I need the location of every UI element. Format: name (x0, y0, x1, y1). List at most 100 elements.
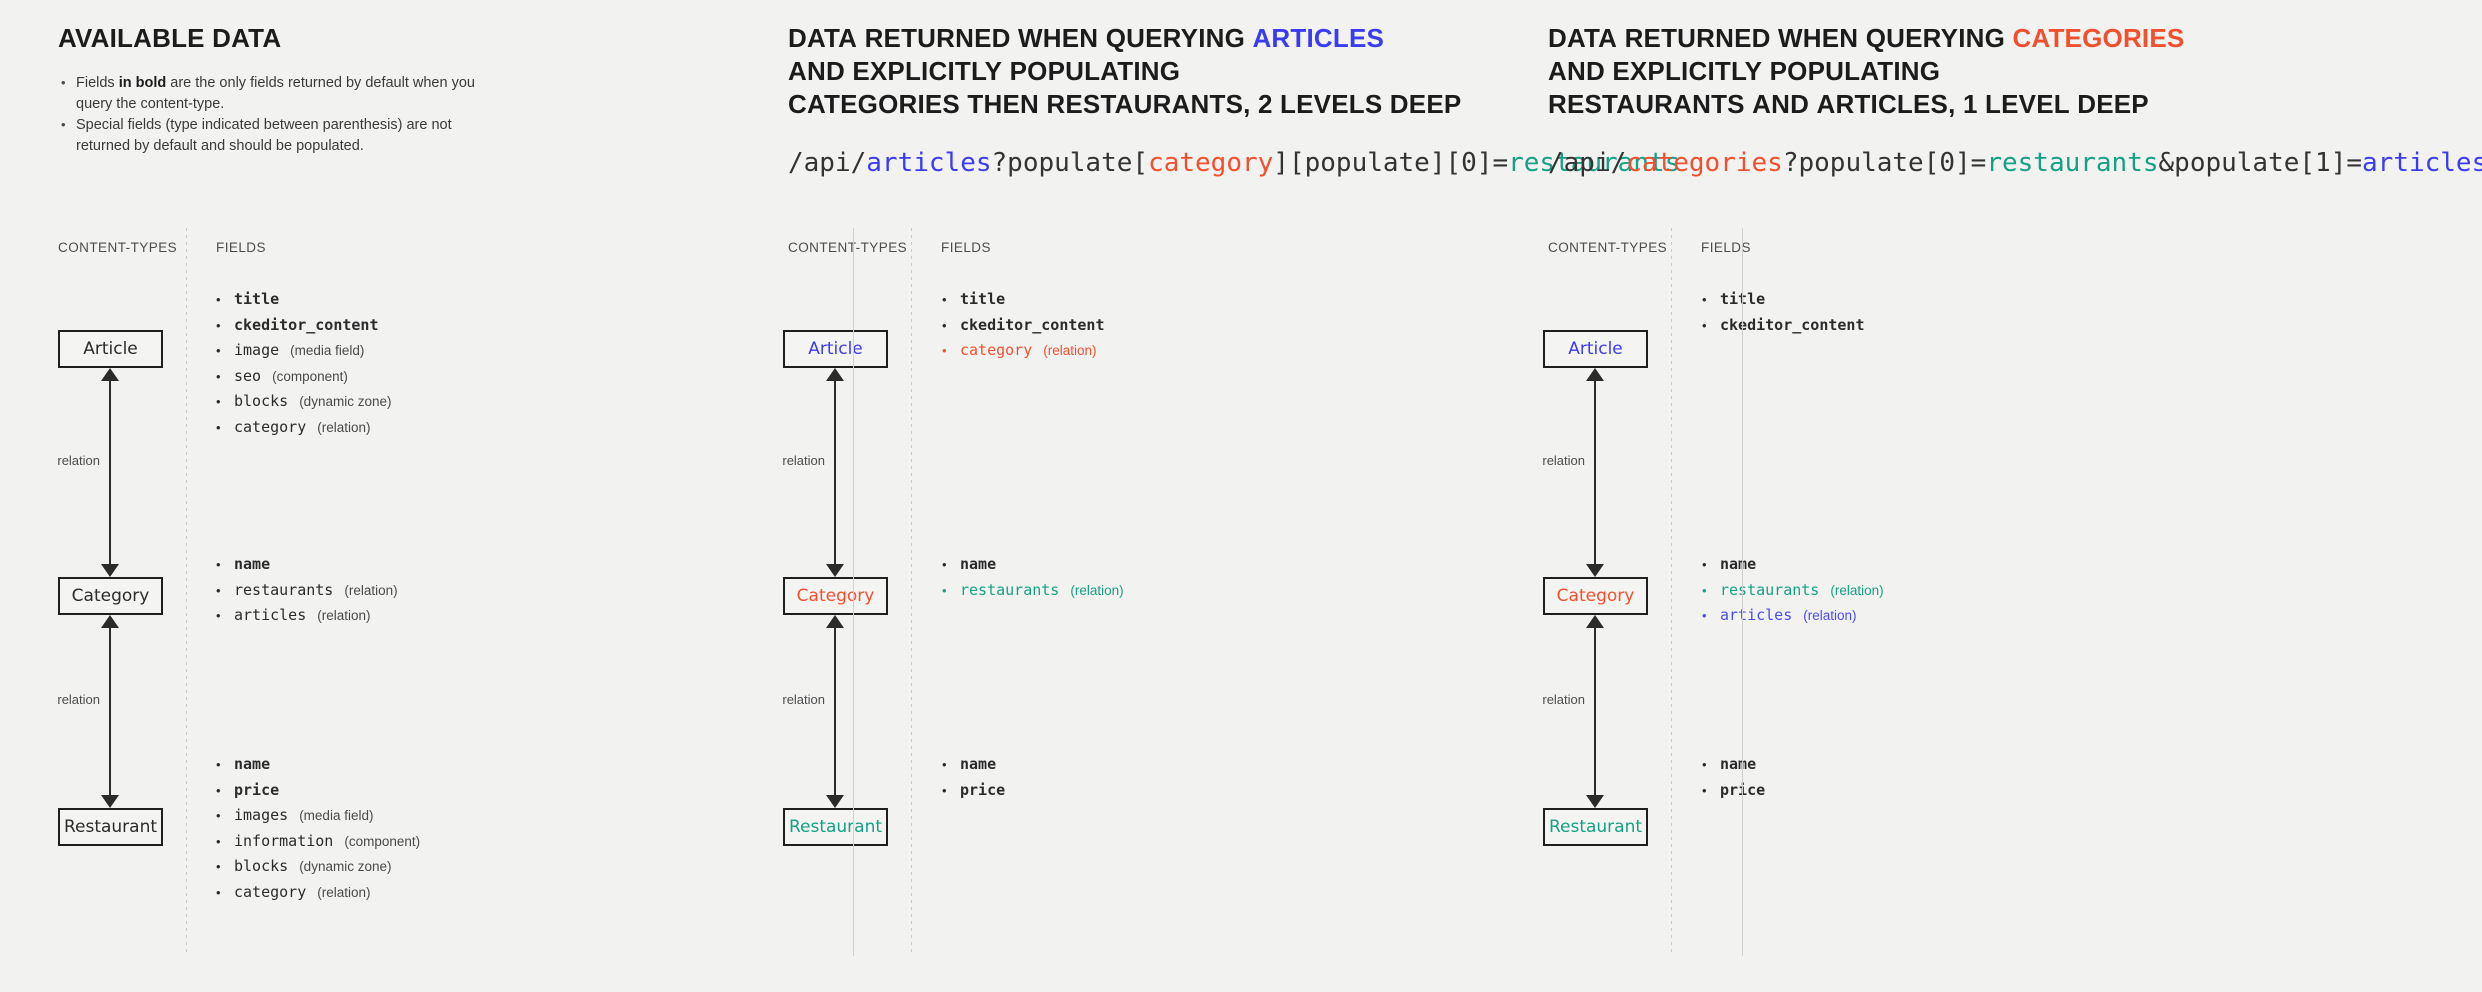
url-segment: categories (1626, 148, 1783, 178)
field-name: blocks (234, 392, 289, 410)
field-type: (relation) (317, 608, 371, 623)
field-type: (relation) (317, 884, 371, 900)
content-type-label: Restaurant (63, 817, 158, 837)
field-row: •name (942, 752, 1005, 778)
content-type-label: Category (71, 586, 150, 606)
relation-arrow-line (834, 378, 836, 567)
field-list-restaurant: • name •price • images (media field) •informat… (216, 752, 420, 905)
relation-label: relation (1542, 691, 1585, 707)
field-name: images (234, 806, 289, 824)
content-type-box-article[interactable]: Article (1543, 330, 1648, 368)
title-segment: AND EXPLICITLY POPULATING (788, 56, 1181, 86)
url-segment: ][populate][0]= (1273, 148, 1509, 178)
bullet-icon: • (216, 368, 221, 384)
note-item: Fields in bold are the only fields retur… (58, 72, 496, 115)
field-type: (media field) (299, 808, 374, 823)
field-row: •articles(relation) (216, 603, 398, 629)
relation-label: relation (782, 452, 825, 468)
content-type-box-category[interactable]: Category (783, 577, 888, 615)
title-line: AVAILABLE DATA (58, 22, 496, 55)
url-segment: category (1148, 148, 1274, 178)
content-type-label: Article (808, 339, 863, 359)
field-name: name (960, 555, 997, 573)
api-endpoint-url: /api/articles?populate[category][populat… (788, 147, 1680, 179)
content-type-box-category[interactable]: Category (1543, 577, 1648, 615)
url-segment: /api/ (788, 148, 867, 178)
title-segment: AND EXPLICITLY POPULATING (1548, 56, 1941, 86)
field-list-category: •name•restaurants(relation) (942, 552, 1124, 603)
column-label-content-types: CONTENT-TYPES (788, 240, 908, 255)
relation-arrow-head-down (101, 564, 119, 577)
field-row: •title (216, 287, 391, 313)
field-row: •restaurants(relation) (1702, 578, 1884, 604)
relation-arrow-head-up (1586, 368, 1604, 381)
field-row: •image(media field) (216, 338, 391, 364)
field-row: • title (942, 287, 1105, 313)
field-list-restaurant: •name•price (1702, 752, 1765, 803)
panel-available-data: AVAILABLE DATA Fields in bold are the onl… (0, 0, 730, 992)
field-name: restaurants (234, 580, 334, 599)
relation-label: relation (782, 691, 825, 707)
field-row: •name (942, 552, 1124, 578)
content-type-box-article[interactable]: Article (783, 330, 888, 368)
panel-header: AVAILABLE DATA Fields in bold are the onl… (58, 22, 496, 157)
field-name: ckeditor_content (960, 315, 1105, 334)
content-type-box-restaurant[interactable]: Restaurant (783, 808, 888, 846)
relation-arrow-head-down (826, 564, 844, 577)
content-type-box-restaurant[interactable]: Restaurant (1543, 808, 1648, 846)
field-row: •ckeditor_content (942, 313, 1105, 339)
title-segment: ARTICLES (1252, 23, 1385, 53)
bullet-icon: • (1702, 292, 1707, 307)
content-type-box-category[interactable]: Category (58, 577, 163, 615)
column-label-content-types: CONTENT-TYPES (1548, 240, 1668, 255)
field-name: name (1720, 755, 1757, 773)
notes-list: Fields in bold are the only fields retur… (58, 72, 496, 157)
bullet-icon: • (1702, 557, 1707, 572)
relation-arrow-head-up (826, 615, 844, 628)
field-type: (media field) (290, 343, 365, 358)
relation-arrow-head-down (101, 795, 119, 808)
title-segment: CATEGORIES (2012, 23, 2185, 53)
field-row: •price (942, 778, 1005, 804)
field-list-article: •title•ckeditor_content•category(relatio… (942, 287, 1105, 364)
relation-arrow-head-up (101, 615, 119, 628)
column-label-fields: FIELDS (216, 240, 266, 255)
panel-separator (1742, 228, 1743, 956)
relation-arrow-head-down (1586, 564, 1604, 577)
title-line: DATA RETURNED WHEN QUERYING CATEGORIES (1548, 22, 2482, 55)
bullet-icon: • (216, 808, 221, 823)
field-row: •restaurants(relation) (942, 578, 1124, 604)
relation-label: relation (57, 691, 100, 707)
bullet-icon: • (216, 292, 221, 307)
field-name: ckeditor_content (1720, 315, 1865, 334)
bullet-icon: • (216, 557, 221, 572)
field-row: •ckeditor_content (216, 313, 391, 339)
field-row: •information(component) (216, 829, 420, 855)
bullet-icon: • (216, 757, 221, 772)
field-type: (relation) (317, 419, 371, 435)
title-line: AND EXPLICITLY POPULATING (788, 55, 1680, 88)
field-row: •articles(relation) (1702, 603, 1884, 629)
content-type-box-article[interactable]: Article (58, 330, 163, 368)
field-list-category: •name•restaurants(relation)•articles(rel… (216, 552, 398, 629)
field-list-category: •name•restaurants(relation)•articles(rel… (1702, 552, 1884, 629)
field-row: •name (1702, 552, 1884, 578)
field-row: •price (216, 778, 420, 804)
bullet-icon: • (942, 292, 947, 307)
bullet-icon: • (942, 582, 947, 598)
field-name: name (960, 755, 997, 773)
field-name: name (234, 755, 271, 773)
relation-arrow-head-down (1586, 795, 1604, 808)
field-name: title (960, 290, 1006, 308)
field-type: (relation) (1043, 343, 1097, 358)
bullet-icon: • (216, 343, 221, 358)
relation-arrow-head-up (826, 368, 844, 381)
relation-arrow-line (1594, 625, 1596, 798)
url-segment: &populate[1]= (2158, 148, 2363, 178)
panel-separator (853, 228, 854, 956)
content-type-box-restaurant[interactable]: Restaurant (58, 808, 163, 846)
note-text: Special fields (type indicated between p… (76, 117, 452, 154)
